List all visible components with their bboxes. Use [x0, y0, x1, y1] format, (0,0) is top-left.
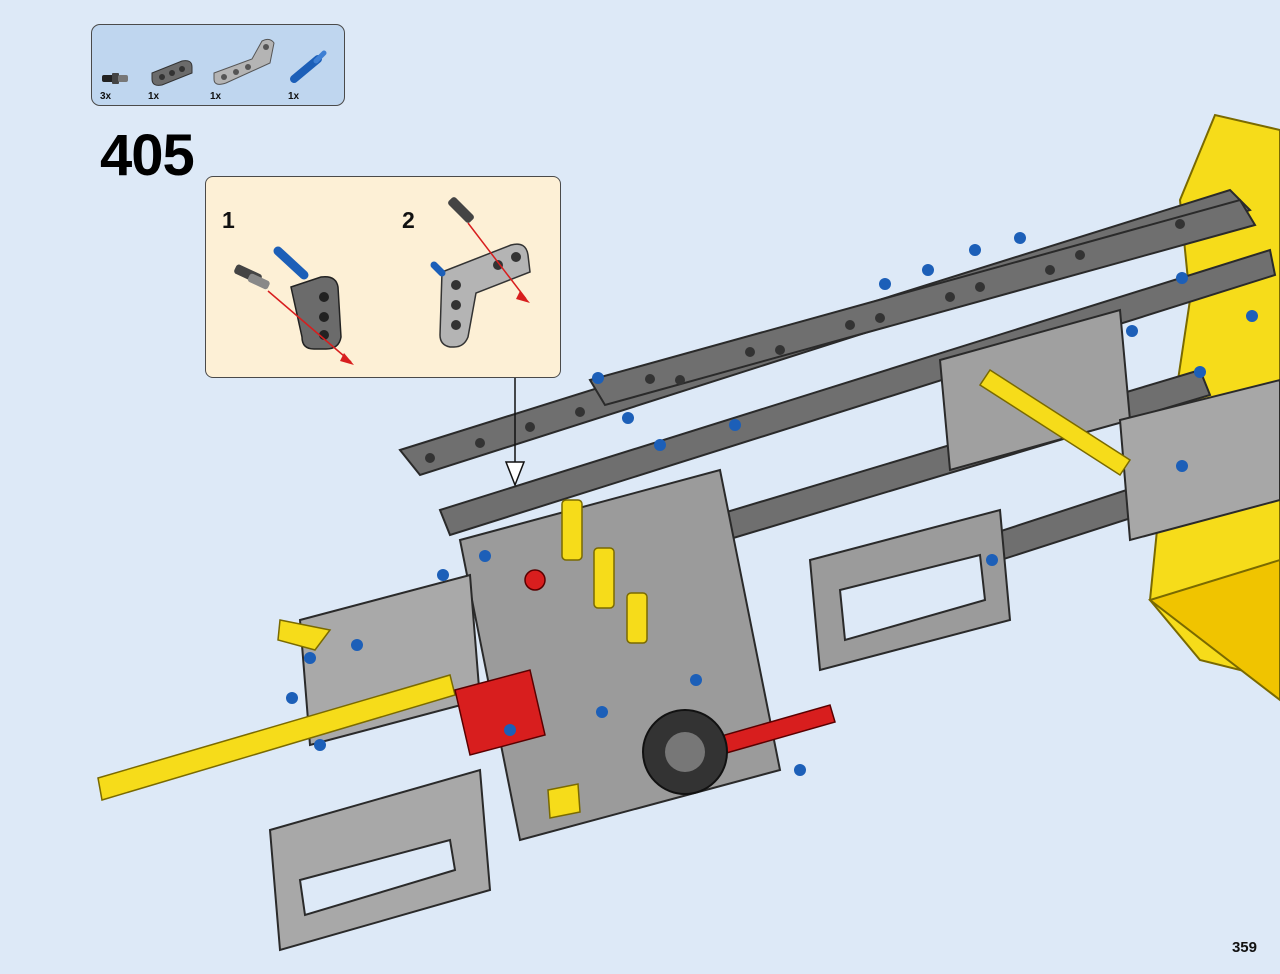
blue-axle-pin-icon — [290, 50, 327, 83]
part-qty: 1x — [148, 91, 160, 102]
page-number: 359 — [1231, 939, 1257, 956]
substep-number: 2 — [402, 207, 415, 233]
part-qty: 1x — [288, 91, 300, 102]
gear-icon — [642, 709, 728, 795]
substep-1-illustration — [234, 246, 354, 365]
parts-list-box: 3x 1x 1x 1x — [91, 24, 345, 106]
substep-number: 1 — [222, 207, 235, 233]
angled-beam-light-grey-icon — [213, 38, 275, 85]
part-qty: 1x — [210, 91, 222, 102]
beam-3-dark-grey-icon — [151, 60, 193, 86]
friction-pin-with-axle-icon — [102, 73, 128, 84]
part-qty: 3x — [100, 91, 112, 102]
callout-illustration — [234, 197, 531, 365]
substep-2-illustration — [430, 197, 531, 348]
step-number: 405 — [100, 123, 195, 188]
sub-assembly-callout: 1 2 — [205, 176, 561, 378]
